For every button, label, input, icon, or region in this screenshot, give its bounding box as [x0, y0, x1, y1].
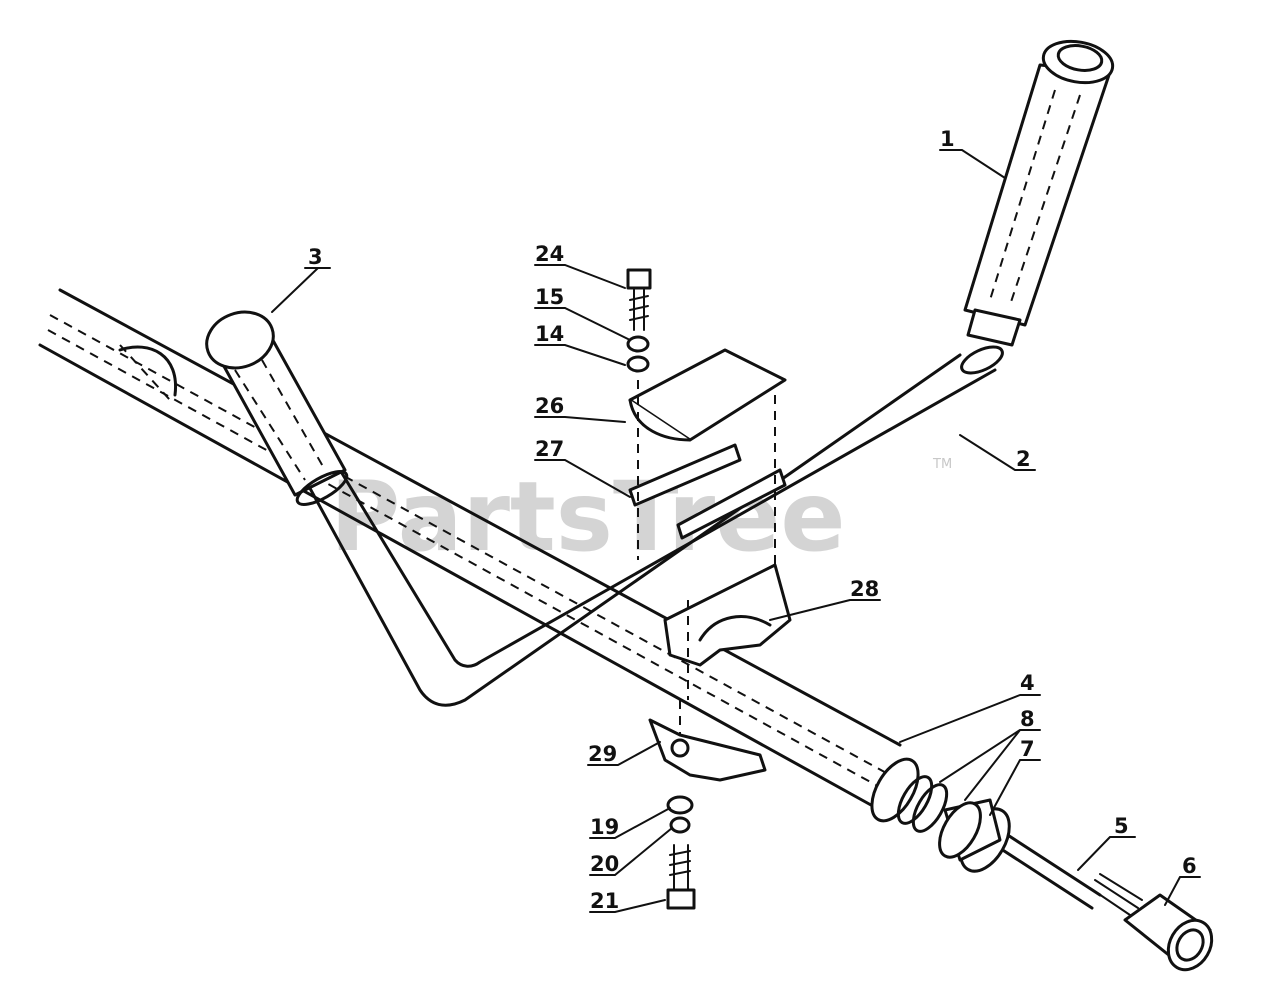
callout-19: 19 — [590, 815, 619, 839]
callout-5: 5 — [1114, 814, 1129, 838]
callout-4: 4 — [1020, 671, 1035, 695]
callout-labels: 1 2 3 4 5 6 7 8 14 15 19 20 21 24 26 27 … — [308, 127, 1197, 913]
callout-2: 2 — [1016, 447, 1031, 471]
callout-26: 26 — [535, 394, 564, 418]
main-shaft-tube — [38, 288, 920, 823]
callout-29: 29 — [588, 742, 617, 766]
left-grip — [205, 310, 349, 506]
callout-21: 21 — [590, 889, 619, 913]
bearing-assembly — [896, 775, 1011, 873]
callout-14: 14 — [535, 322, 564, 346]
callout-8: 8 — [1020, 707, 1035, 731]
right-grip — [963, 39, 1115, 347]
callout-1: 1 — [940, 127, 955, 151]
callout-15: 15 — [535, 285, 564, 309]
callout-27: 27 — [535, 437, 564, 461]
callout-24: 24 — [535, 242, 564, 266]
drive-shaft — [993, 828, 1143, 916]
leader-lines — [271, 149, 1201, 913]
upper-clamp-hardware — [626, 268, 787, 580]
callout-20: 20 — [590, 852, 619, 876]
bracket-and-screw — [648, 700, 767, 910]
watermark-trademark: TM — [932, 457, 952, 472]
callout-28: 28 — [850, 577, 879, 601]
handlebar — [298, 345, 1004, 707]
shaft-coupling — [1123, 893, 1214, 972]
callout-6: 6 — [1182, 854, 1197, 878]
callout-7: 7 — [1020, 737, 1035, 761]
lower-clamp — [663, 563, 792, 700]
callout-3: 3 — [308, 245, 323, 269]
